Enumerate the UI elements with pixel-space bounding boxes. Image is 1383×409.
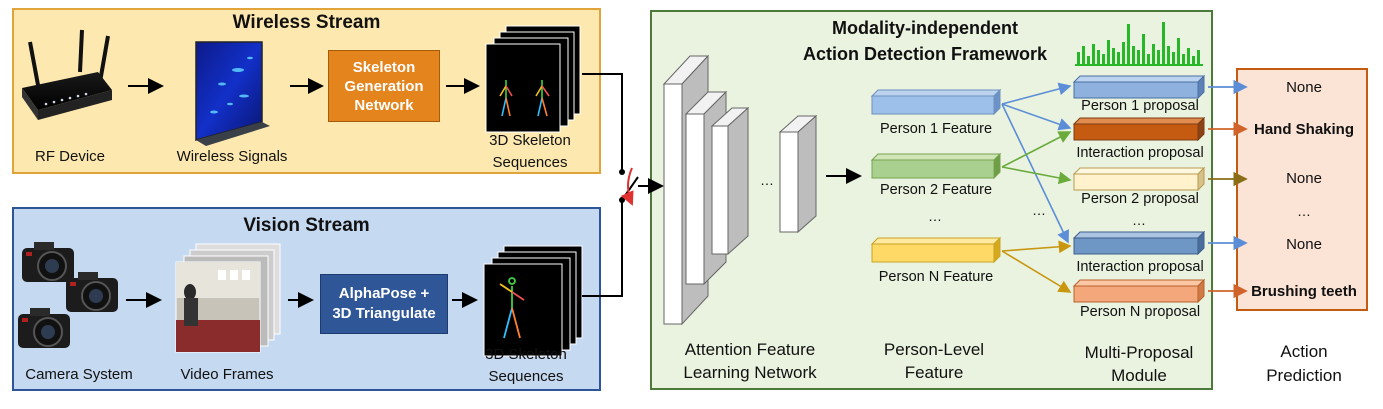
feature-bar-2 (870, 152, 1002, 180)
framework-title-line1: Modality-independent (832, 18, 1018, 38)
prediction-item-3: None (1286, 170, 1322, 187)
arrow-ellipsis: … (1032, 202, 1046, 218)
proposal-bar-interaction1 (1072, 116, 1206, 142)
network-label-line3: Network (354, 96, 414, 114)
feature-bar-n (870, 236, 1002, 264)
network-label-line2: Generation (344, 77, 424, 95)
wireless-skeleton-label-line1: 3D Skeleton (489, 132, 571, 149)
vision-skeleton-label-line1: 3D Skeleton (485, 346, 567, 363)
attention-ellipsis: … (760, 172, 774, 188)
proposal-label-interaction2: Interaction proposal (1076, 259, 1204, 275)
proposal-label-person2: Person 2 proposal (1081, 191, 1199, 207)
skeleton-generation-network-box: Skeleton Generation Network (328, 50, 440, 122)
method-label-line1: AlphaPose + (338, 285, 430, 302)
method-label-line2: 3D Triangulate (332, 305, 436, 322)
multi-proposal-label-line1: Multi-Proposal (1084, 343, 1194, 362)
prediction-item-4: None (1286, 236, 1322, 253)
proposal-ellipsis: … (1132, 212, 1146, 228)
wireless-skeleton-stack (485, 25, 581, 133)
attention-label-line1: Attention Feature (684, 340, 816, 359)
modality-switch (582, 73, 664, 297)
prediction-item-1: None (1286, 79, 1322, 96)
attention-label-line2: Learning Network (683, 363, 817, 382)
prediction-item-2: Hand Shaking (1253, 121, 1354, 138)
wireless-stream-title: Wireless Stream (232, 12, 381, 33)
proposal-label-person1: Person 1 proposal (1081, 98, 1199, 114)
vision-skeleton-label-line2: Sequences (488, 368, 564, 385)
multi-proposal-label-line2: Module (1111, 366, 1167, 385)
wireless-signals-laptop-icon (195, 41, 270, 146)
action-prediction-label-line1: Action (1280, 342, 1328, 361)
feature-ellipsis: … (928, 208, 942, 224)
network-label-line1: Skeleton (352, 58, 416, 76)
prediction-item-5: Brushing teeth (1251, 283, 1357, 300)
action-prediction-label-line2: Prediction (1266, 366, 1342, 385)
histogram-icon (1075, 22, 1203, 66)
framework-title-line2: Action Detection Framework (802, 44, 1048, 64)
proposal-to-prediction-arrows (1208, 79, 1248, 299)
feature-label-1: Person 1 Feature (879, 121, 993, 137)
person-level-label-line2: Feature (904, 363, 964, 382)
proposal-bar-person1 (1072, 74, 1206, 100)
video-frames-label: Video Frames (180, 366, 274, 383)
feature-bar-1 (870, 88, 1002, 116)
prediction-item-ellipsis: … (1297, 203, 1311, 219)
wireless-signals-label: Wireless Signals (176, 148, 288, 165)
feature-label-n: Person N Feature (878, 269, 994, 285)
video-frames-stack (175, 243, 281, 353)
proposal-bar-personn (1072, 278, 1206, 304)
proposal-bar-person2 (1072, 166, 1206, 192)
proposal-label-personn: Person N proposal (1079, 304, 1201, 320)
camera-system-icon (18, 242, 118, 348)
attention-network-layers (662, 54, 818, 326)
wireless-skeleton-label-line2: Sequences (492, 154, 568, 171)
person-level-label-line1: Person-Level (883, 340, 985, 359)
feature-label-2: Person 2 Feature (879, 182, 993, 198)
vision-skeleton-stack (483, 245, 583, 357)
camera-system-label: Camera System (25, 366, 133, 383)
proposal-bar-interaction2 (1072, 230, 1206, 256)
action-prediction-panel (1236, 68, 1368, 311)
proposal-label-interaction1: Interaction proposal (1076, 145, 1204, 161)
vision-stream-title: Vision Stream (243, 215, 370, 236)
alphapose-triangulate-box: AlphaPose + 3D Triangulate (320, 274, 448, 334)
rf-device-label: RF Device (34, 148, 105, 165)
feature-to-proposal-arrows (1001, 82, 1072, 293)
router-icon (22, 29, 112, 120)
